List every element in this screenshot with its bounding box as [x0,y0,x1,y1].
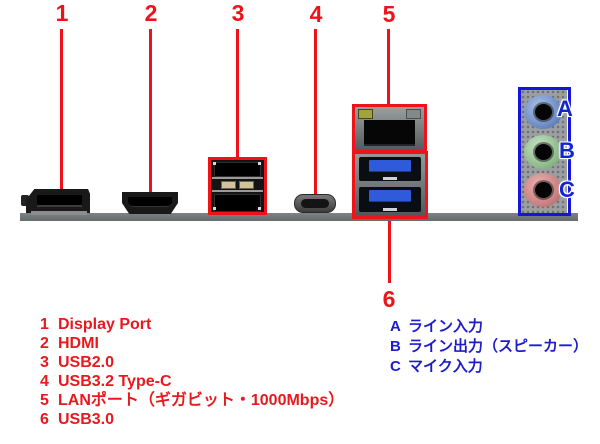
usb3-port-bottom [359,187,421,212]
displayport-latch [21,195,29,206]
legend-label: USB3.0 [58,411,115,428]
legend-audio: A ライン入力 B ライン出力（スピーカー） C マイク入力 [390,317,588,377]
legend-label: マイク入力 [408,358,483,375]
callout-line-3 [236,29,239,158]
legend-key: 2 [40,335,49,352]
legend-key: C [390,358,401,375]
usb2-highlight-box [208,157,267,215]
displayport-base [31,211,87,215]
usb3-tab [383,208,397,211]
callout-number-4: 4 [309,1,323,27]
hdmi-port [122,192,178,214]
legend-key: 3 [40,354,49,371]
legend-row-4: 4 USB3.2 Type-C [40,372,344,391]
audio-jack-line-out [524,135,562,169]
legend-row-1: 1 Display Port [40,315,344,334]
jack-hole [535,104,552,120]
usb2-contact-pad [239,181,254,189]
audio-letter-b: B [559,138,575,163]
jack-hole [535,144,552,160]
legend-label: ライン入力 [408,318,484,335]
lan-led-left [358,109,373,119]
legend-label: USB2.0 [58,354,115,371]
displayport-slot [37,195,82,207]
usb2-divider [212,190,263,192]
usb2-corner-screws [213,162,216,165]
callout-line-2 [149,29,152,197]
callout-line-6 [388,219,391,283]
audio-jack-line-in [524,95,562,129]
callout-line-4 [314,29,317,203]
usb-typec-slot [301,199,329,208]
legend-label: HDMI [58,335,99,352]
usb3-blue-tongue [369,190,411,202]
usb3-tab [383,177,397,180]
callout-number-5: 5 [382,1,396,27]
legend-label: LANポート（ギガビット・1000Mbps） [58,392,345,409]
legend-row-5: 5 LANポート（ギガビット・1000Mbps） [40,391,344,410]
audio-letter-a: A [557,96,573,121]
audio-jack-panel [521,90,567,213]
usb2-port-bottom [214,194,261,212]
usb2-ports [211,160,264,213]
callout-number-3: 3 [231,0,245,26]
legend-row-2: 2 HDMI [40,334,344,353]
usb3-blue-tongue [369,160,411,172]
legend-key: A [390,318,401,335]
hdmi-slot [128,197,172,207]
legend-label: USB3.2 Type-C [58,373,172,390]
displayport-port [26,189,90,213]
legend-key: 4 [40,373,49,390]
legend-row-b: B ライン出力（スピーカー） [390,337,588,357]
callout-line-1 [60,29,63,197]
usb3-ports [355,154,425,216]
legend-row-c: C マイク入力 [390,357,588,377]
audio-highlight-box [518,87,571,216]
legend-key: 5 [40,392,49,409]
legend-label: Display Port [58,316,152,333]
legend-key: 6 [40,411,49,428]
usb3-highlight-box [352,151,428,219]
legend-key: 1 [40,316,49,333]
audio-jack-mic [524,173,562,207]
audio-letter-c: C [559,177,575,202]
callout-number-6: 6 [382,286,396,312]
callout-number-1: 1 [55,0,69,26]
usb-typec-port [294,194,336,213]
usb2-port-top [214,162,261,177]
legend-row-6: 6 USB3.0 [40,410,344,429]
usb2-contact-pad [221,181,236,189]
usb2-divider [212,177,263,179]
usb3-port-top [359,157,421,181]
lan-port [355,107,424,150]
motherboard-edge [20,213,578,221]
lan-highlight-box [352,104,427,153]
legend-label: ライン出力（スピーカー） [408,338,589,355]
legend-row-3: 3 USB2.0 [40,353,344,372]
legend-key: B [390,338,401,355]
callout-line-5 [387,29,390,105]
callout-number-2: 2 [144,0,158,26]
lan-led-right [406,109,421,119]
lan-jack-opening [364,120,415,146]
jack-hole [535,182,552,198]
legend-row-a: A ライン入力 [390,317,588,337]
legend-ports: 1 Display Port 2 HDMI 3 USB2.0 4 USB3.2 Type… [40,315,344,429]
